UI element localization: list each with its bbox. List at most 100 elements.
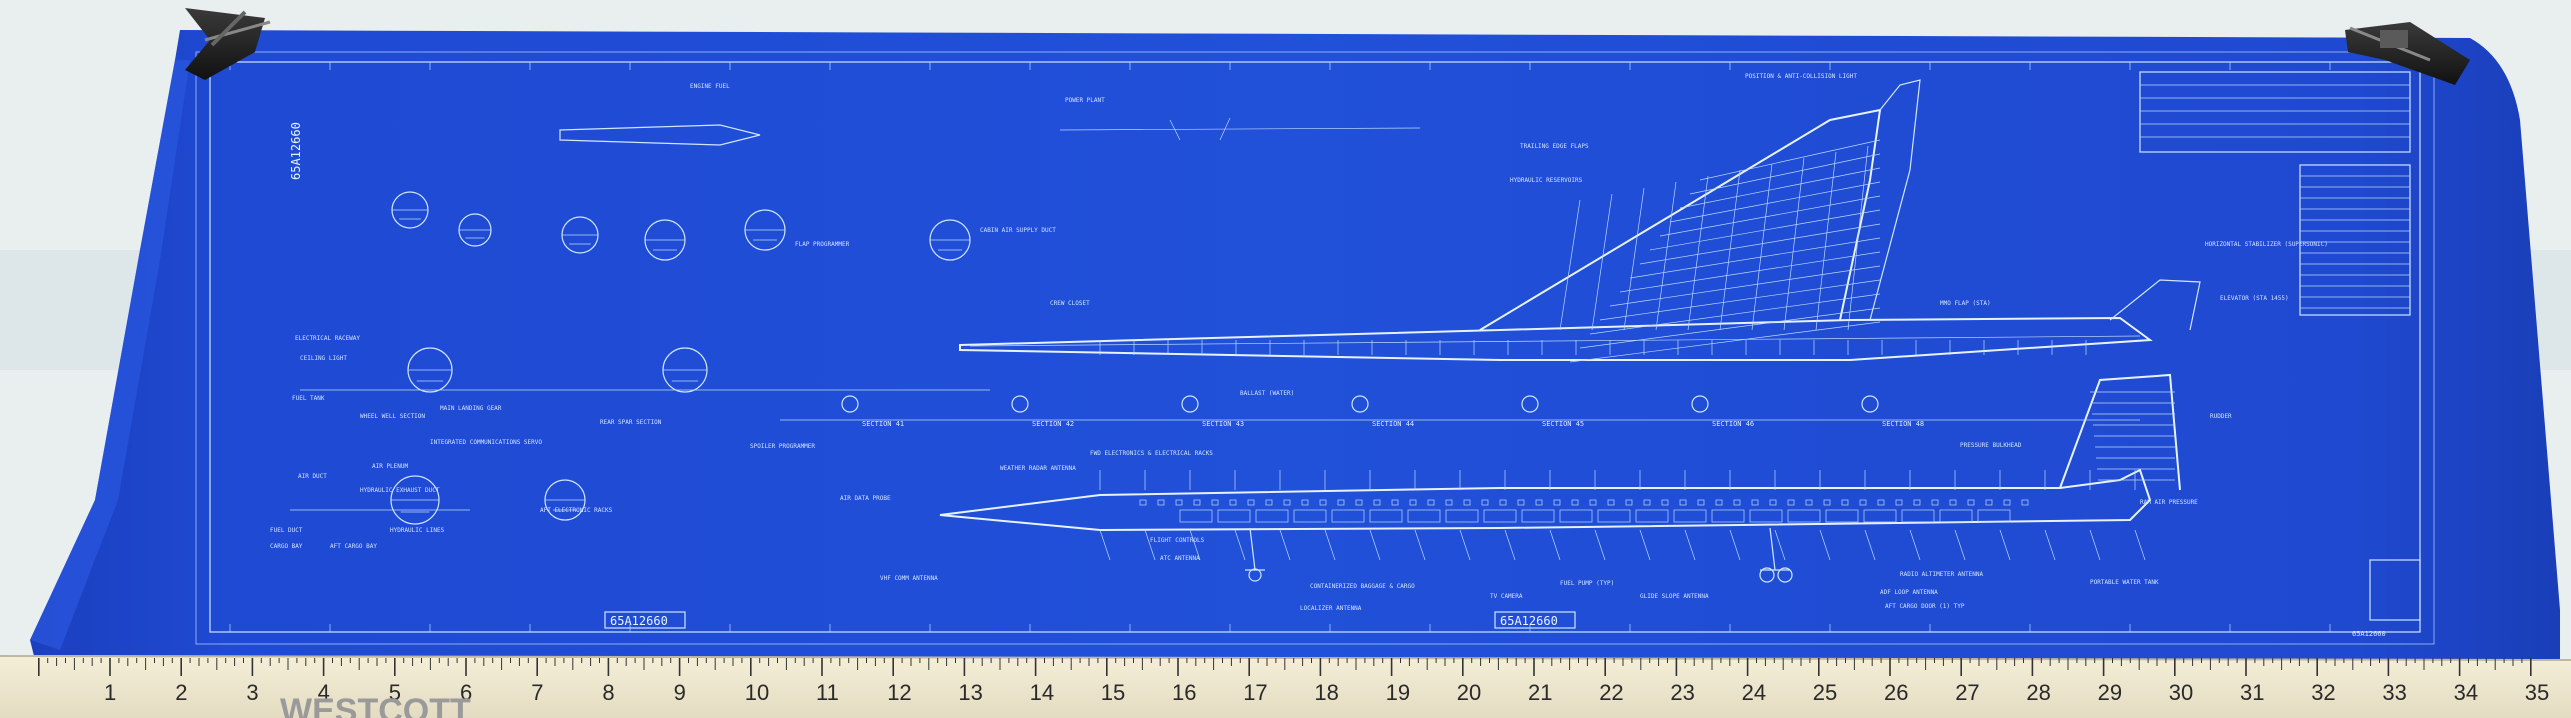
cargo-container [1445,509,1479,523]
window [1139,499,1147,506]
leader-line [1189,529,1201,561]
drawing-number-block [2369,559,2421,621]
callout-label: CABIN AIR SUPPLY DUCT [980,227,1056,234]
cargo-container [1711,509,1745,523]
section-marker [1861,395,1879,413]
callout-label: AIR PLENUM [372,463,409,470]
section-marker [841,395,859,413]
window [1535,499,1543,506]
ruler-number: 9 [674,680,686,705]
outer-border [209,61,2421,633]
wing-rib [1609,265,1881,307]
window [1841,499,1849,506]
callout-label: VHF COMM ANTENNA [880,575,938,582]
binder-clip-right [2345,22,2470,85]
cargo-container [1293,509,1327,523]
window [1985,499,1993,506]
window [1247,499,1255,506]
ruler-number: 21 [1528,680,1552,705]
wing-spar [1687,175,1709,331]
ruler-number: 12 [887,680,911,705]
leader-line [1099,529,1111,561]
callout-label: POSITION & ANTI-COLLISION LIGHT [1745,73,1857,80]
window [1175,499,1183,506]
ruler-number: 28 [2026,680,2050,705]
drawing-number-corner: 65A12660 [2352,630,2386,638]
revision-table [2299,164,2411,316]
window [1697,499,1705,506]
leader-line [1774,529,1786,561]
nose-wheel [1248,568,1262,582]
engine-nacelle [559,124,761,146]
callout-label: ENGINE FUEL [690,83,730,90]
window [1499,499,1507,506]
callout-label: INTEGRATED COMMUNICATIONS SERVO [430,439,542,446]
leader-line [1144,529,1156,561]
leader-line [1234,529,1246,561]
callout-label: ELEVATOR (STA 1455) [2220,295,2289,302]
wing-spar [1559,199,1581,331]
callout-label: MMO FLAP (STA) [1940,300,1991,307]
leader-line [1819,529,1831,561]
callout-label: POWER PLANT [1065,97,1105,104]
wing-spar [1751,163,1773,331]
ruler-number: 11 [816,680,839,705]
callout-label: FUEL DUCT [270,527,303,534]
cargo-container [1825,509,1859,523]
window [1931,499,1939,506]
window [1301,499,1309,506]
callout-label: GLIDE SLOPE ANTENNA [1640,593,1709,600]
callout-label: FWD ELECTRONICS & ELECTRICAL RACKS [1090,450,1213,457]
leader-line [2044,529,2056,561]
drawing-number-box [1494,611,1576,629]
window [2021,499,2029,506]
callout-label: MAIN LANDING GEAR [440,405,502,412]
callout-label: AFT ELECTRONIC RACKS [540,507,613,514]
callout-label: FUEL TANK [292,395,325,402]
cargo-container [1863,509,1897,523]
main-wheel [1777,567,1793,583]
ruler-number: 18 [1314,680,1338,705]
wing-spar [1591,193,1613,331]
wing-rib [1679,167,1881,209]
section-label: SECTION 46 [1712,420,1754,428]
window [1715,499,1723,506]
callout-label: FLIGHT CONTROLS [1150,537,1205,544]
wing-rib [1649,209,1881,251]
window [1229,499,1237,506]
callout-label: AFT CARGO BAY [330,543,377,550]
callout-label: HORIZONTAL STABILIZER (SUPERSONIC) [2205,241,2328,248]
section-marker [1521,395,1539,413]
cargo-container [1179,509,1213,523]
window [1463,499,1471,506]
callout-label: ELECTRICAL RACEWAY [295,335,360,342]
horizontal-stabilizer [2109,279,2201,331]
drawing-number-bottom-center: 65A12660 [1500,614,1558,628]
cargo-container [1939,509,1973,523]
window [1211,499,1219,506]
cargo-container [1787,509,1821,523]
ruler-number: 29 [2098,680,2122,705]
ruler-number: 20 [1457,680,1481,705]
ruler-number: 15 [1101,680,1125,705]
section-marker [1181,395,1199,413]
cargo-container [1597,509,1631,523]
window [1319,499,1327,506]
ruler-brand-label: WESTCOTT [280,692,471,718]
ruler-number: 5 [389,680,401,705]
window [1625,499,1633,506]
callout-label: AIR DUCT [298,473,327,480]
callout-label: HYDRAULIC EXHAUST DUCT [360,487,440,494]
wing-rib [1599,279,1881,321]
window [1751,499,1759,506]
callout-label: SPOILER PROGRAMMER [750,443,815,450]
lower-fuselage-outline [939,468,2152,532]
window [2003,499,2011,506]
leader-line [1594,529,1606,561]
window [1589,499,1597,506]
window [1265,499,1273,506]
ruler-number: 10 [745,680,769,705]
